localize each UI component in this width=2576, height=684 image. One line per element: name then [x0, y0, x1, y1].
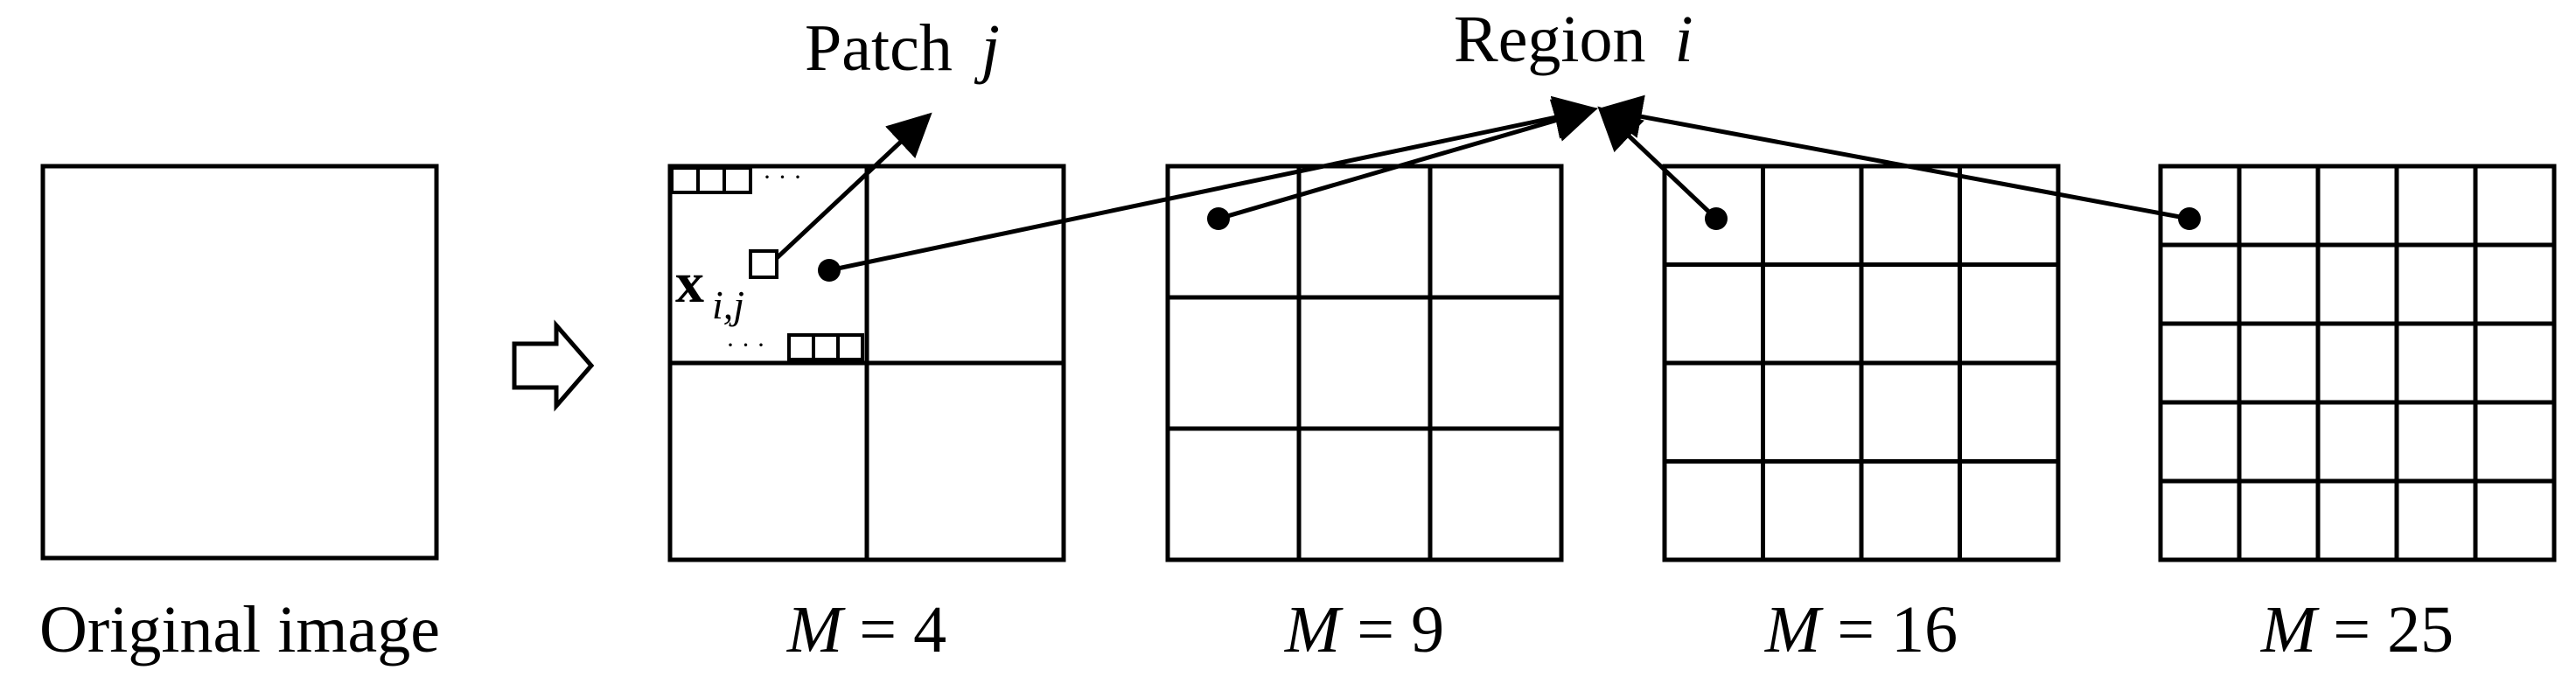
- region-arrow-m25: [1598, 94, 2190, 221]
- dots-bottom: · · ·: [726, 331, 765, 359]
- panel-caption-eq: = 9: [1340, 593, 1444, 667]
- panel-caption-eq: = 4: [842, 593, 946, 667]
- region-arrow-m4: [828, 95, 1598, 273]
- patch-label-word: Patch: [805, 11, 953, 85]
- grid-panel-3: M = 16: [1662, 164, 2061, 667]
- region-arrow-m9: [1218, 99, 1598, 221]
- original-image-label: Original image: [39, 593, 440, 667]
- grid-panel-frame: [2158, 164, 2557, 562]
- feature-symbol: x: [675, 251, 704, 315]
- panel-caption-var: M: [1764, 593, 1824, 667]
- patch-j-square: [749, 249, 778, 279]
- panel-caption-4: M = 25: [2260, 593, 2454, 667]
- patch-row-top: [670, 166, 752, 194]
- original-image-box: [40, 164, 439, 561]
- feature-subscript: i,j: [712, 283, 744, 327]
- panel-caption-3: M = 16: [1764, 593, 1958, 667]
- panel-caption-var: M: [786, 593, 846, 667]
- grid-panel-frame: [1165, 164, 1564, 562]
- patch-arrow: [775, 112, 932, 260]
- hollow-right-arrow-icon: [512, 319, 595, 412]
- panel-caption-var: M: [1284, 593, 1344, 667]
- grid-panel-4: M = 25: [2158, 164, 2557, 667]
- dots-top: · · ·: [763, 163, 802, 192]
- panel-caption-eq: = 16: [1820, 593, 1958, 667]
- patch-label-var: j: [974, 11, 1000, 85]
- patch-label: Patch j: [805, 11, 1000, 85]
- region-label: Region i: [1454, 3, 1693, 76]
- panel-caption-eq: = 25: [2316, 593, 2454, 667]
- patch-row-bottom: [787, 333, 864, 361]
- region-label-word: Region: [1454, 3, 1646, 76]
- grid-panel-1: M = 4: [667, 164, 1066, 667]
- panel-caption-var: M: [2260, 593, 2320, 667]
- panel-caption-1: M = 4: [786, 593, 946, 667]
- grid-panel-2: M = 9: [1165, 164, 1564, 667]
- region-label-var: i: [1675, 3, 1693, 76]
- panel-caption-2: M = 9: [1284, 593, 1444, 667]
